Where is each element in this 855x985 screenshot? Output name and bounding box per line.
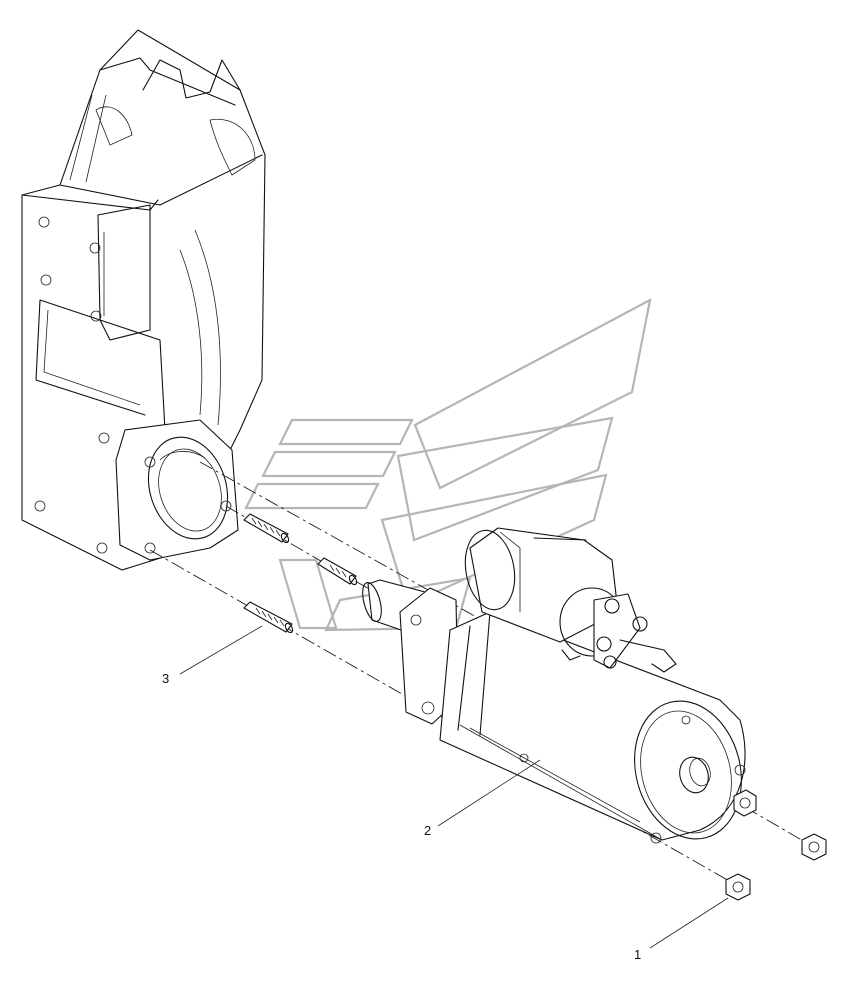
nut-lower	[725, 873, 751, 901]
callout-label-3: 3	[162, 671, 169, 686]
watermark-logo	[244, 297, 652, 632]
flywheel-housing	[21, 29, 266, 571]
nut-right	[801, 833, 827, 861]
nut-upper	[733, 789, 757, 817]
starter-motor	[362, 527, 746, 844]
stud-middle	[317, 557, 358, 586]
stud-upper	[243, 513, 290, 544]
stud-lower	[243, 601, 294, 634]
callout-label-2: 2	[424, 823, 431, 838]
callout-label-1: 1	[634, 947, 641, 962]
leader-lines	[179, 625, 729, 949]
